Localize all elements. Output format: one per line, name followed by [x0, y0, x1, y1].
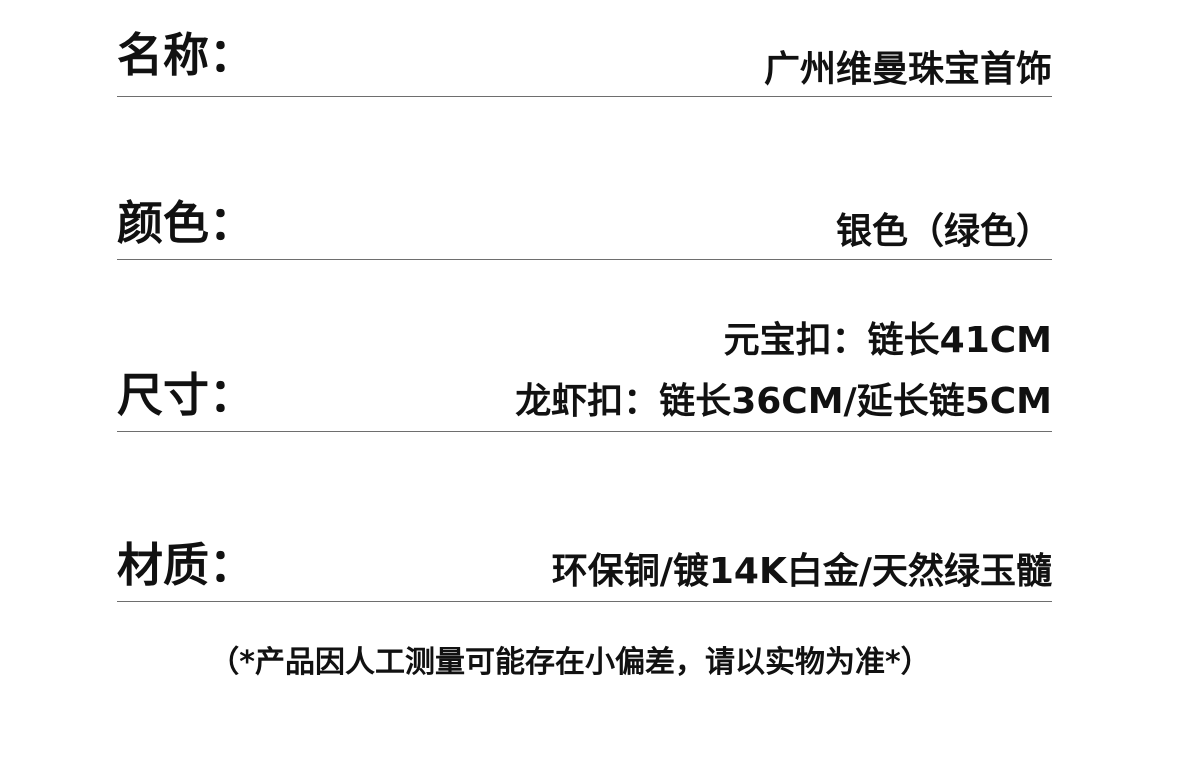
- material-label: 材质：: [117, 538, 255, 592]
- name-divider: [117, 96, 1052, 97]
- size-value-clasp-b: 龙虾扣：链长36CM/延长链5CM: [515, 381, 1052, 422]
- name-label: 名称：: [117, 28, 255, 82]
- size-value-clasp-a: 元宝扣：链长41CM: [723, 320, 1052, 361]
- name-value: 广州维曼珠宝首饰: [763, 49, 1052, 90]
- material-divider: [117, 601, 1052, 602]
- color-label: 颜色：: [117, 196, 255, 250]
- size-divider: [117, 431, 1052, 432]
- color-value: 银色（绿色）: [835, 211, 1052, 252]
- color-divider: [117, 259, 1052, 260]
- size-label: 尺寸：: [117, 368, 255, 422]
- measurement-disclaimer: （*产品因人工测量可能存在小偏差，请以实物为准*）: [209, 645, 931, 680]
- material-value: 环保铜/镀14K白金/天然绿玉髓: [551, 551, 1052, 592]
